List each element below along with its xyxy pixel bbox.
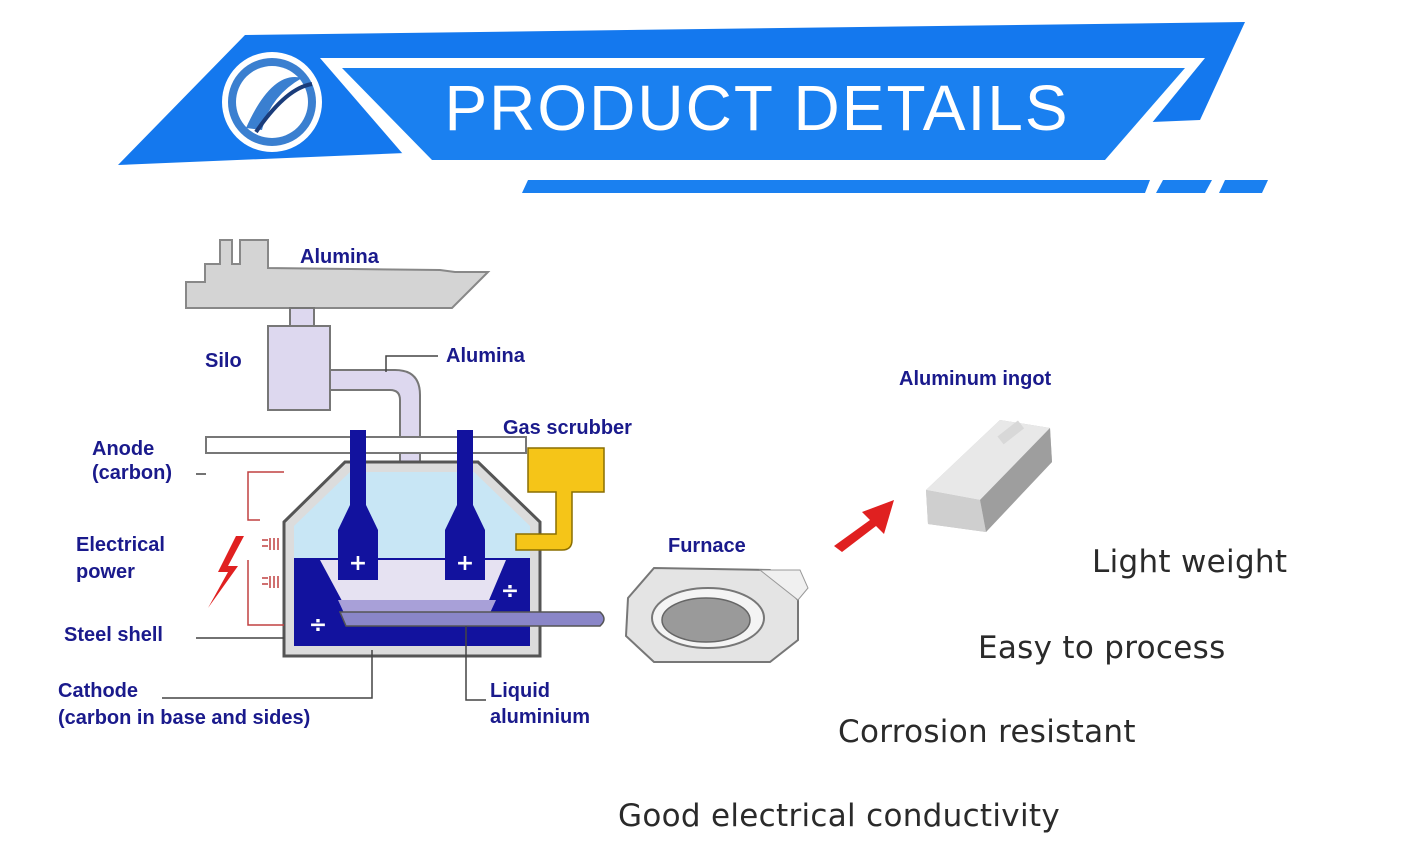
electrolyte — [294, 472, 530, 560]
label-cathode-line2: (carbon in base and sides) — [58, 707, 310, 729]
cathode-minus-right: ÷ — [501, 579, 519, 604]
tapping-tube — [338, 611, 605, 627]
leader-lines — [162, 355, 486, 701]
label-liquid-line1: Liquid — [490, 680, 550, 702]
anode-plus-right: + — [456, 551, 474, 576]
anode-plus-left: + — [349, 551, 367, 576]
alumina-pipe — [329, 369, 421, 561]
label-steel-shell: Steel shell — [64, 624, 163, 646]
label-cathode-line1: Cathode — [58, 680, 138, 702]
label-liquid-line2: aluminium — [490, 706, 590, 728]
aluminum-ingot-icon — [926, 420, 1052, 532]
feature-easy-to-process: Easy to process — [978, 630, 1226, 666]
banner-underline — [522, 180, 1150, 193]
banner-dash-1 — [1156, 180, 1212, 193]
cathode-lining — [294, 558, 530, 646]
label-furnace: Furnace — [668, 535, 746, 557]
steel-shell — [282, 460, 542, 658]
anode-bus-bar — [205, 436, 527, 454]
banner-title-plate — [342, 68, 1185, 160]
feature-electrical-conductivity: Good electrical conductivity — [618, 798, 1060, 834]
electrical-circuit — [247, 471, 284, 626]
anode-left — [338, 430, 378, 580]
label-alumina-pipe: Alumina — [446, 345, 526, 367]
feature-light-weight: Light weight — [1092, 544, 1288, 580]
arrow-icon — [834, 500, 894, 552]
label-electrical-line2: power — [76, 561, 135, 583]
silo — [267, 307, 331, 411]
lightning-icon — [208, 536, 244, 608]
liquid-aluminium — [338, 600, 496, 626]
label-gas-scrubber: Gas scrubber — [503, 417, 632, 439]
banner-title: PRODUCT DETAILS — [444, 72, 1069, 144]
label-ingot: Aluminum ingot — [899, 368, 1052, 390]
label-anode-line1: Anode — [92, 438, 154, 460]
alumina-ship — [185, 239, 491, 309]
product-details-banner: PRODUCT DETAILS — [118, 22, 1268, 193]
label-silo: Silo — [205, 350, 242, 372]
label-alumina-top: Alumina — [300, 246, 380, 268]
bath — [320, 560, 506, 612]
gas-scrubber — [515, 447, 605, 551]
label-anode-line2: (carbon) — [92, 462, 172, 484]
label-electrical-line1: Electrical — [76, 534, 165, 556]
furnace — [624, 566, 809, 663]
feature-corrosion-resistant: Corrosion resistant — [838, 714, 1136, 750]
cathode-minus-left: ÷ — [309, 613, 327, 638]
banner-dash-2 — [1219, 180, 1268, 193]
company-logo — [222, 52, 322, 152]
anode-right — [445, 430, 485, 580]
